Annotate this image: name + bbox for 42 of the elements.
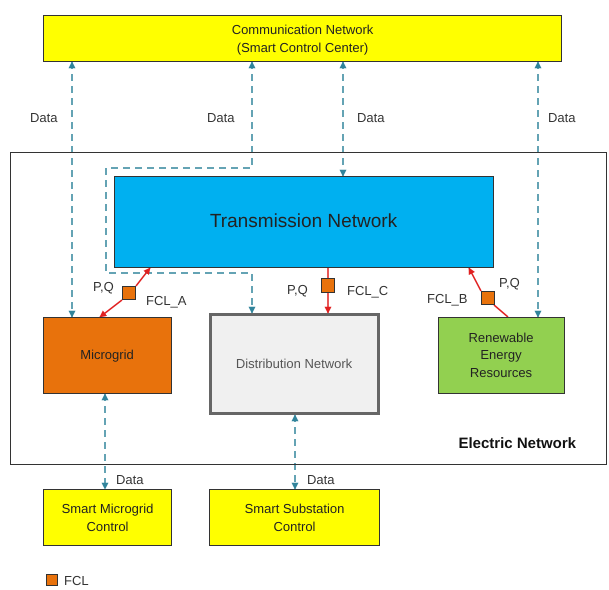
control-box bbox=[43, 489, 172, 546]
node-label: Smart Substation Control bbox=[244, 500, 346, 536]
node-label: Transmission Network bbox=[210, 210, 398, 234]
fcl-square-box bbox=[320, 278, 334, 292]
edge-label: Data bbox=[116, 472, 144, 487]
node-label: Microgrid bbox=[80, 346, 134, 364]
edge-label: Data bbox=[548, 110, 576, 125]
beside-label: FCL_A bbox=[146, 293, 186, 308]
fcl-square-box bbox=[480, 290, 494, 304]
distribution-network-box bbox=[208, 312, 380, 414]
renewable-energy-box bbox=[438, 316, 564, 394]
arrow bbox=[324, 293, 332, 314]
transmission-network-box bbox=[114, 176, 494, 268]
dashed-arrow bbox=[105, 61, 256, 314]
microgrid-box bbox=[42, 316, 172, 394]
dashed-arrow bbox=[102, 393, 108, 490]
frame-heading: Electric Network bbox=[458, 435, 576, 452]
beside-label: FCL_C bbox=[347, 283, 388, 298]
beside-label: P,Q bbox=[93, 279, 114, 294]
control-center-box bbox=[43, 15, 562, 62]
beside-label: P,Q bbox=[287, 282, 308, 297]
dashed-arrow bbox=[534, 61, 542, 318]
edge-label: Data bbox=[207, 110, 234, 125]
arrow bbox=[99, 299, 122, 318]
edge-label: Data bbox=[307, 472, 334, 487]
arrow bbox=[135, 267, 151, 286]
control-box bbox=[209, 489, 380, 546]
electric-network-frame bbox=[10, 152, 607, 465]
beside-label: P,Q bbox=[499, 275, 520, 290]
edge-label: Data bbox=[357, 110, 384, 125]
arrow bbox=[468, 267, 482, 292]
node-label: Smart Microgrid Control bbox=[60, 500, 154, 536]
node-label: Renewable Energy Resources bbox=[467, 328, 535, 382]
fcl-square-box bbox=[122, 286, 136, 300]
dashed-arrow bbox=[68, 61, 76, 318]
beside-label: FCL_B bbox=[427, 291, 468, 306]
node-label: Distribution Network bbox=[236, 354, 352, 372]
legend-label: FCL bbox=[64, 573, 89, 588]
node-label: Communication Network (Smart Control Center) bbox=[230, 20, 374, 56]
dashed-arrow bbox=[340, 61, 346, 177]
dashed-arrow bbox=[292, 414, 298, 490]
edge-label: Data bbox=[30, 110, 58, 125]
